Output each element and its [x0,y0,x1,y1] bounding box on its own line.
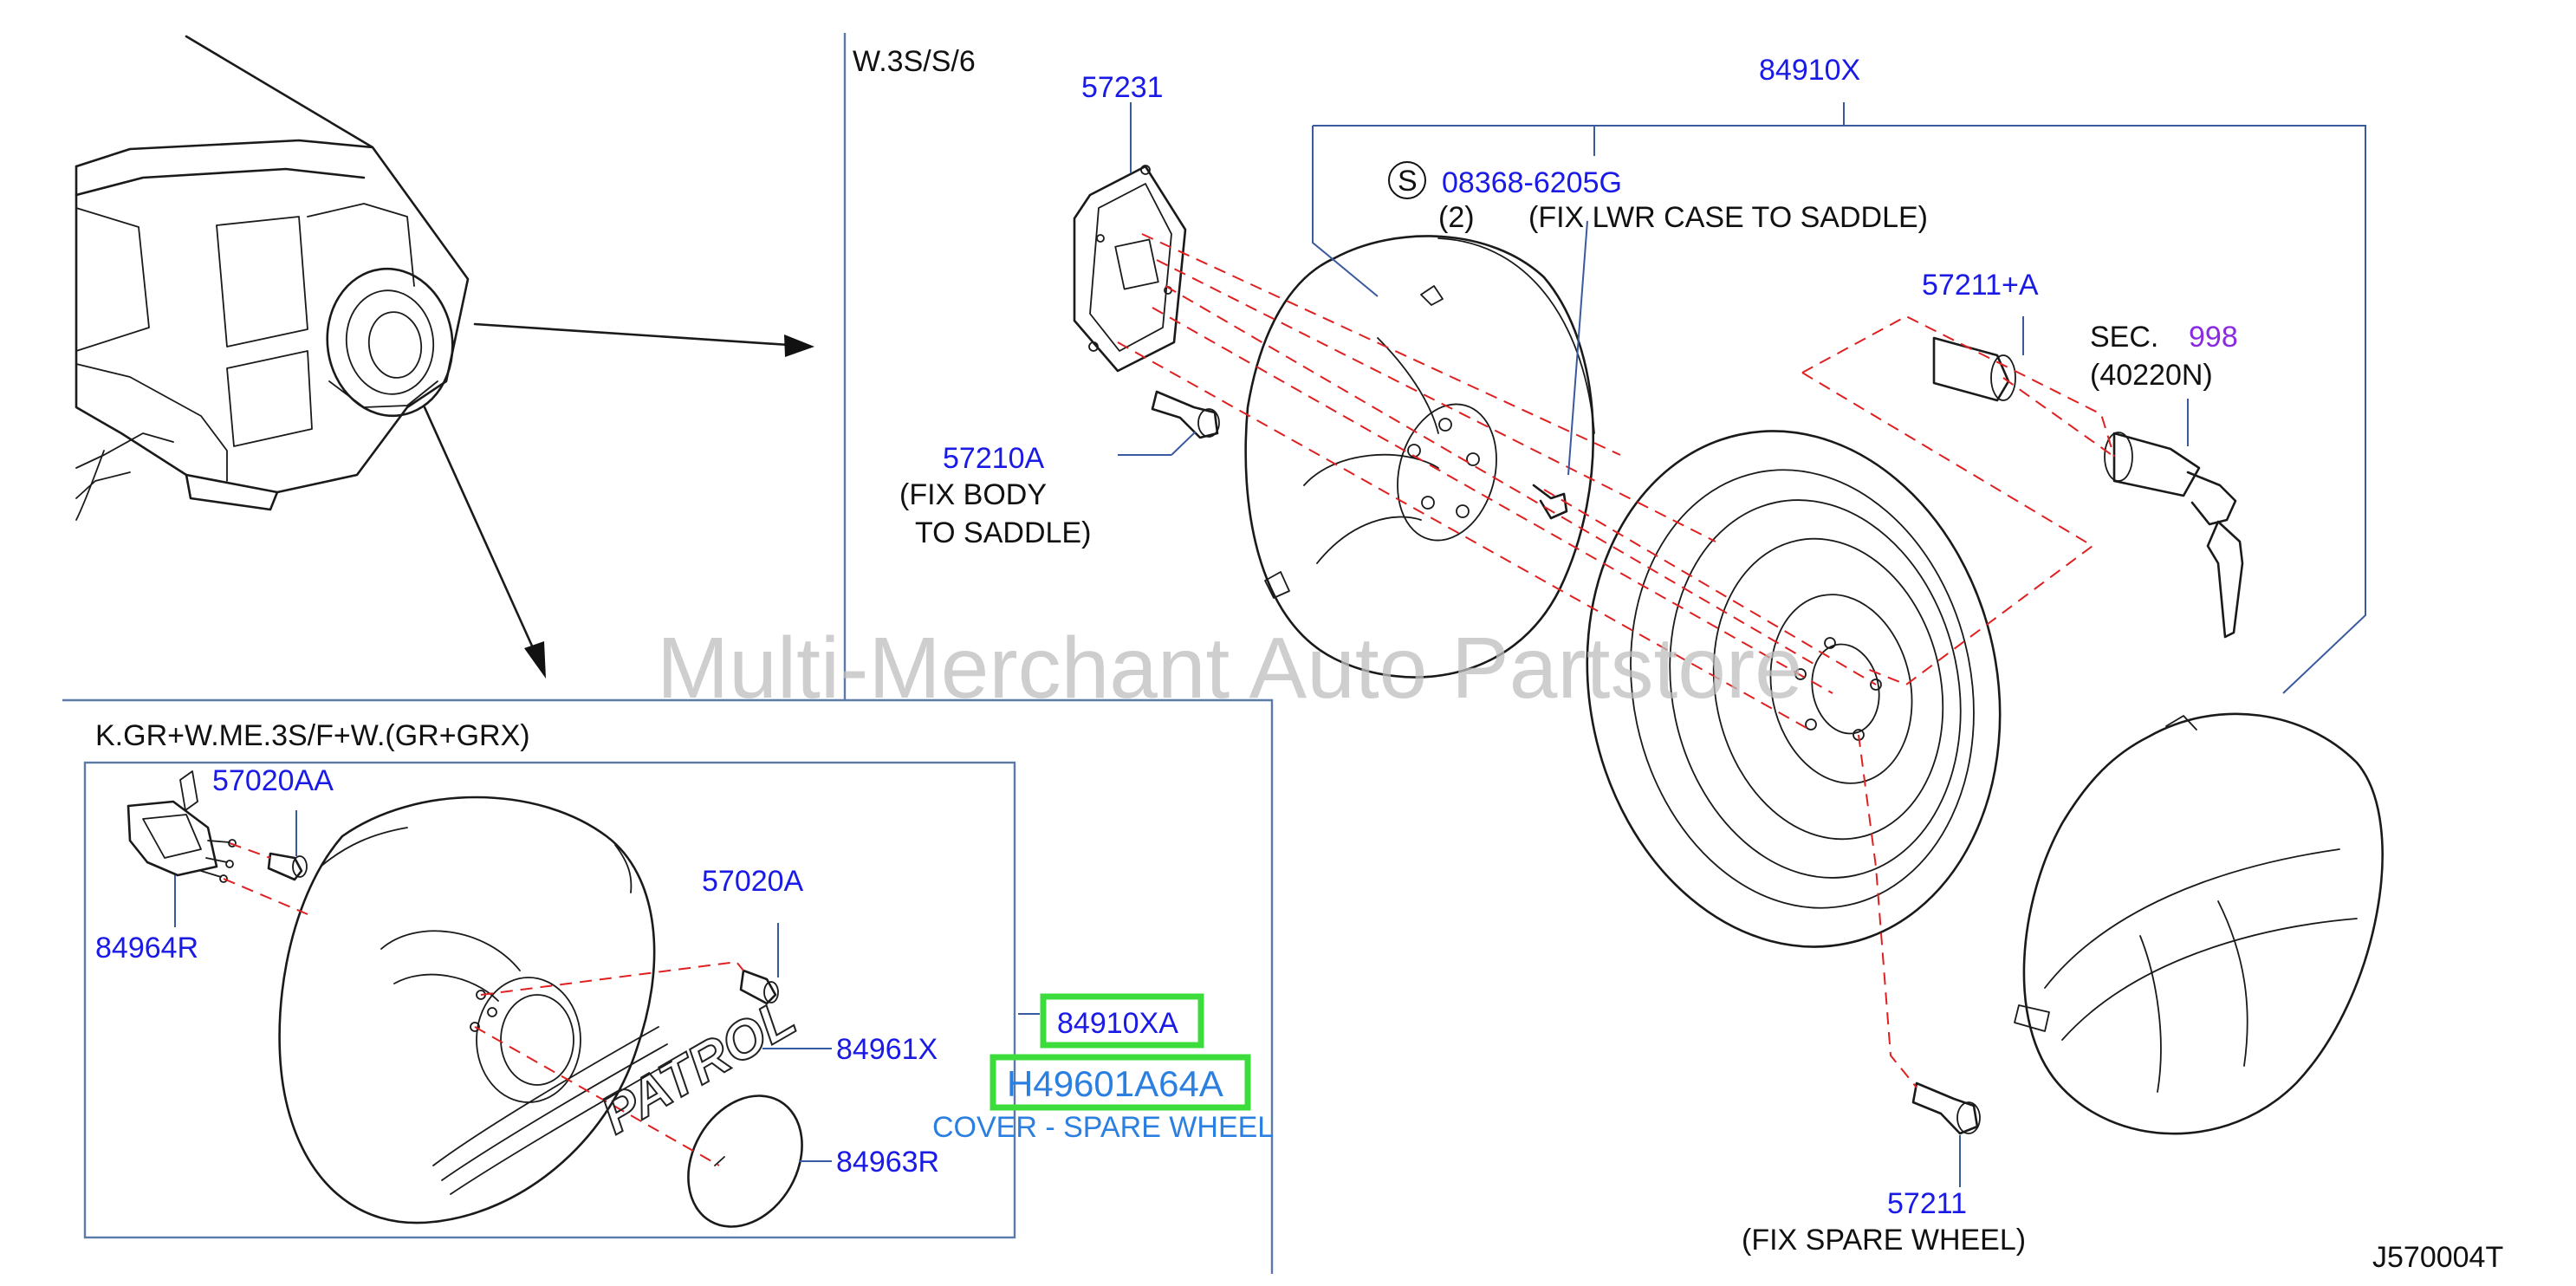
patrol-lettering: PATROL [592,988,806,1146]
emblem-84963r [687,1094,832,1228]
vehicle-rear-view [75,35,470,521]
cover-description: COVER - SPARE WHEEL [932,1111,1274,1144]
inset-bolt-57020a [739,923,779,1005]
s-marker: S [1388,161,1426,199]
part-57210a: 57210A [943,442,1045,475]
spare-tire [1586,430,2002,948]
wheel-carrier [1244,235,1595,679]
variant-inset-label: K.GR+W.ME.3S/F+W.(GR+GRX) [95,719,530,752]
part-57211: 57211 [1887,1187,1967,1220]
part-84961x: 84961X [836,1033,938,1066]
qty-label: (2) [1438,201,1475,234]
diagram-frames [62,33,1274,1274]
assembly-lines [1117,233,2115,1088]
saddle-bracket [1073,165,1187,373]
pointer-arrows [423,322,814,679]
part-84910x: 84910X [1759,54,1860,87]
part-84964r: 84964R [95,932,198,964]
note-fix-lwr-case: (FIX LWR CASE TO SADDLE) [1528,201,1928,234]
hard-cover [2014,712,2384,1135]
diagram-code: J570004T [2372,1241,2503,1274]
part-84963r: 84963R [836,1146,939,1179]
part-h49601a64a[interactable]: H49601A64A [1007,1063,1223,1104]
part-84910xa[interactable]: 84910XA [1057,1007,1178,1040]
highlight-box-h49601a64a[interactable] [990,1054,1251,1111]
bolt-57211 [1911,1081,1981,1187]
leader-lines [1130,102,2366,694]
highlighted-parts[interactable]: 84910XA H49601A64A COVER - SPARE WHEEL [932,993,1274,1144]
note-fix-body-2: TO SADDLE) [915,516,1091,549]
watermark: Multi-Merchant Auto Partstore [657,620,1803,717]
inset-assembly-lines [223,842,744,1166]
part-08368-6205g: 08368-6205G [1442,166,1622,199]
sec-part-number: (40220N) [2090,359,2213,392]
part-57020a: 57020A [702,865,804,898]
soft-cover [278,796,672,1224]
highlight-box-84910xa[interactable] [1040,993,1204,1049]
s-marker-text: S [1398,165,1418,198]
inset-bracket [127,770,237,927]
note-fix-body-1: (FIX BODY [899,478,1047,511]
sec-number: 998 [2189,321,2238,354]
lock-cylinder [1932,336,2244,639]
part-57231: 57231 [1081,71,1164,104]
variant-main-label: W.3S/S/6 [853,45,976,78]
part-57211a: 57211+A [1922,269,2039,302]
note-fix-spare-wheel: (FIX SPARE WHEEL) [1742,1224,2026,1257]
bolt-57210a [1118,390,1220,456]
inset-bolt-57020aa [267,810,308,881]
part-57020aa: 57020AA [212,764,334,797]
sec-label: SEC. [2090,321,2158,354]
